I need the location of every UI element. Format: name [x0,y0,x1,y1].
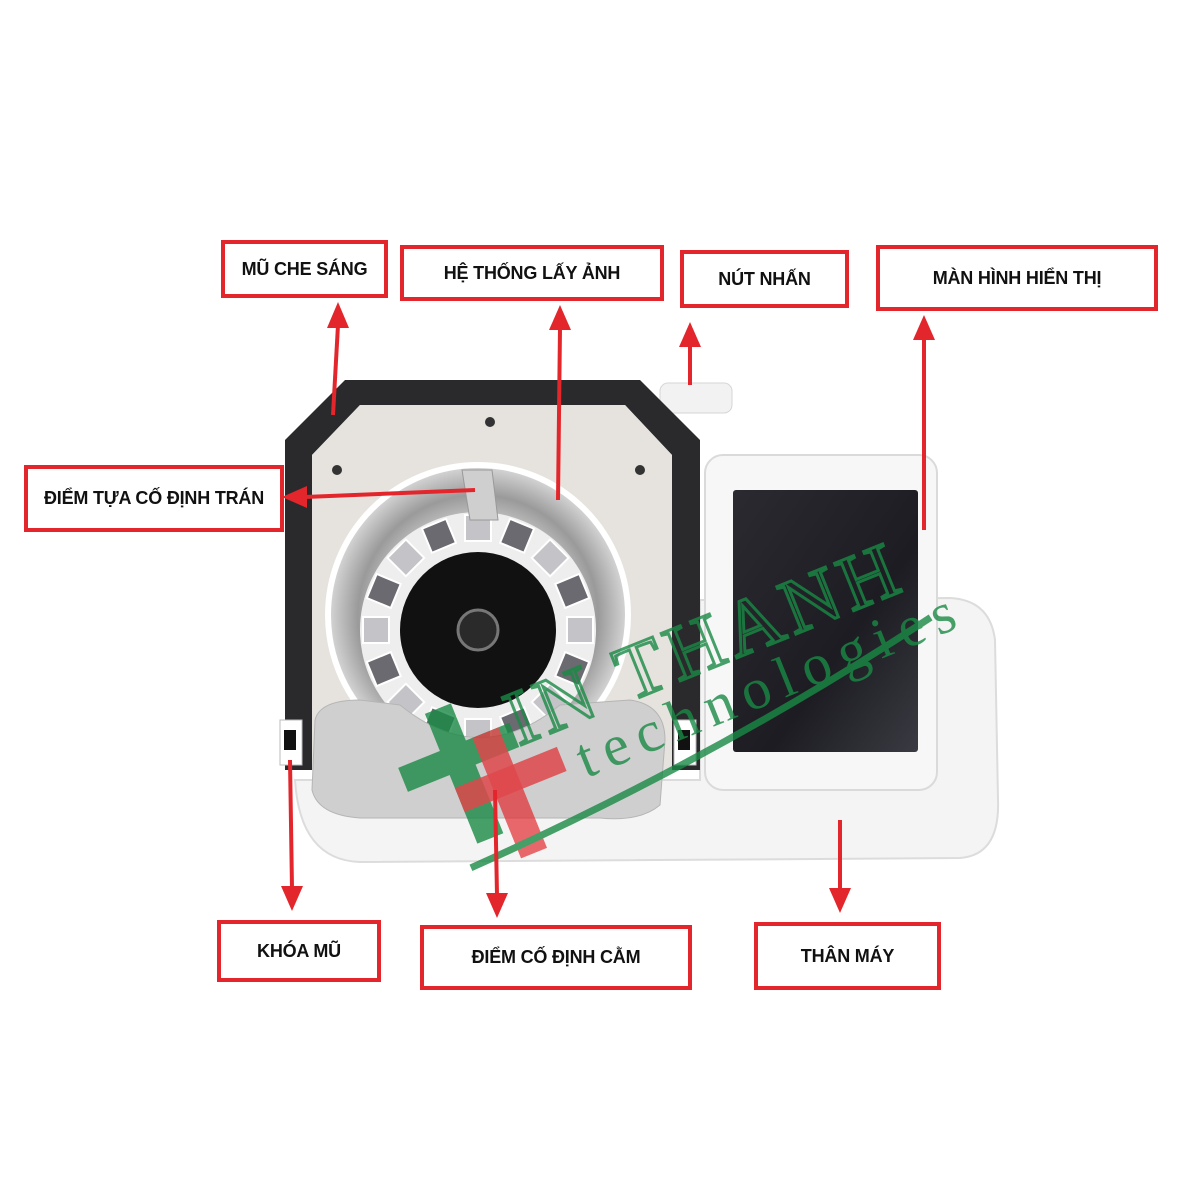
label-forehead-rest: ĐIỂM TỰA CỐ ĐỊNH TRÁN [24,465,284,532]
label-machine-body: THÂN MÁY [754,922,941,990]
label-imaging-system: HỆ THỐNG LẤY ẢNH [400,245,664,301]
led-segment [420,517,458,555]
forehead-rest-part [461,469,499,521]
push-button-part [659,382,733,414]
label-hood-lock: KHÓA MŨ [217,920,381,982]
led-segment [553,572,591,610]
display-screen-part [733,490,918,752]
label-chin-rest: ĐIỂM CỐ ĐỊNH CẰM [420,925,692,990]
light-hood-part [285,380,700,770]
led-segment [530,538,570,578]
led-segment [365,650,403,688]
led-segment [362,616,390,644]
label-light-hood: MŨ CHE SÁNG [221,240,388,298]
led-segment [498,517,536,555]
led-segment [386,538,426,578]
led-segment [365,572,403,610]
label-display-screen: MÀN HÌNH HIỂN THỊ [876,245,1158,311]
led-segment [566,616,594,644]
label-push-button: NÚT NHẤN [680,250,849,308]
